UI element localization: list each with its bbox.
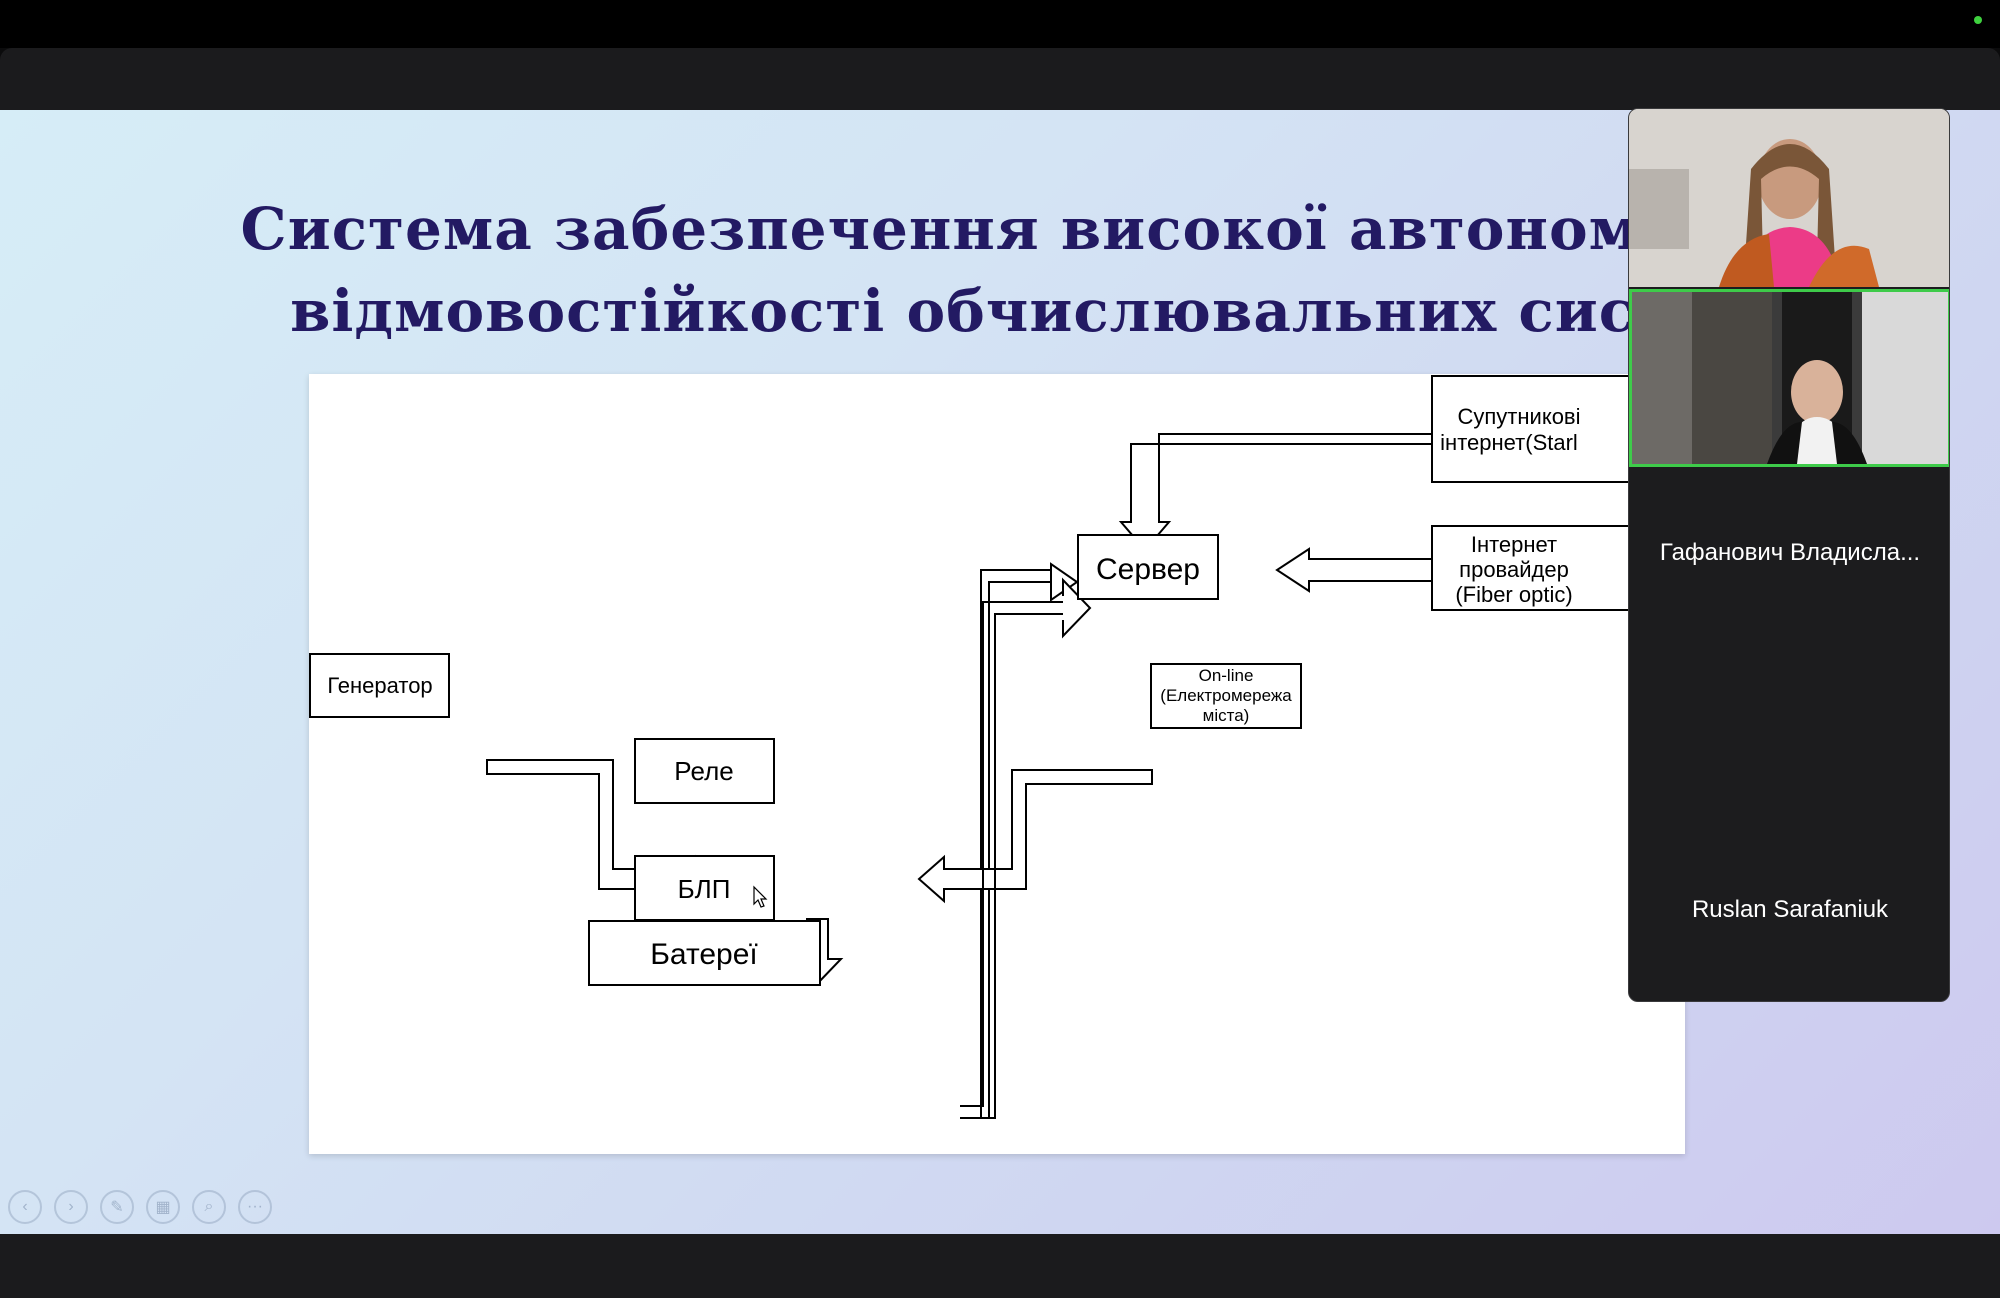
participant-name-2: Ruslan Sarafaniuk: [1691, 896, 1889, 923]
label-satellite-1: Супутникові: [1458, 404, 1581, 429]
label-isp-1: Інтернет: [1471, 532, 1557, 557]
next-slide-icon[interactable]: ›: [54, 1190, 88, 1224]
node-relay: [634, 738, 775, 804]
node-batteries: [588, 920, 821, 986]
line-batteries-server-outer: [960, 613, 1063, 1119]
participant-name-1: Гафанович Владисла...: [1659, 539, 1921, 566]
label-isp-2: провайдер: [1459, 557, 1569, 582]
slide-title-line-1: Система забезпечення високої автономнос: [240, 195, 1760, 263]
node-generator: [309, 653, 450, 718]
slide-controls: ‹ › ✎ ▦ ⌕ ···: [8, 1190, 272, 1230]
more-options-icon[interactable]: ···: [238, 1190, 272, 1224]
diagram-canvas: Супутникові інтернет(Starl Сервер Інтерн…: [309, 375, 1685, 1119]
label-online-3: міста): [1203, 706, 1250, 725]
label-blp: БЛП: [678, 874, 731, 904]
participant-video-2[interactable]: [1629, 289, 1949, 467]
node-online: [1150, 663, 1302, 729]
top-bar: [0, 0, 2000, 48]
pen-icon[interactable]: ✎: [100, 1190, 134, 1224]
participant-1-avatar: [1629, 109, 1949, 287]
arrow-isp-server: [1275, 547, 1435, 593]
participant-video-1[interactable]: [1629, 109, 1949, 287]
arrow-satellite-server: [1118, 433, 1435, 552]
previous-slide-icon[interactable]: ‹: [8, 1190, 42, 1224]
arrowhead-batteries-server: [1062, 577, 1092, 639]
label-batteries: Батереї: [650, 938, 758, 971]
participants-panel: Гафанович Владисла... Ruslan Sarafaniuk: [1628, 108, 1950, 1002]
label-online-2: (Електромережа: [1160, 686, 1292, 705]
label-relay: Реле: [674, 756, 733, 786]
arrow-online-relay: [917, 769, 1153, 904]
slide-title: Система забезпечення високої автономнос …: [0, 188, 2000, 352]
label-generator: Генератор: [327, 673, 432, 698]
label-isp-3: (Fiber optic): [1455, 582, 1572, 607]
mouse-cursor-icon: [753, 885, 768, 908]
label-online-1: On-line: [1199, 666, 1254, 685]
block-diagram: Супутникові інтернет(Starl Сервер Інтерн…: [309, 374, 1685, 1154]
slide-title-line-2: відмовостійкості обчислювальних систе: [290, 277, 1710, 345]
slide-grid-icon[interactable]: ▦: [146, 1190, 180, 1224]
node-server: [1077, 534, 1219, 600]
line-batteries-server-inner: [960, 601, 1063, 1107]
label-server: Сервер: [1096, 553, 1200, 586]
status-dot-icon: [1974, 16, 1982, 24]
label-satellite-2: інтернет(Starl: [1440, 430, 1578, 455]
zoom-icon[interactable]: ⌕: [192, 1190, 226, 1224]
participant-2-avatar: [1632, 292, 1948, 464]
node-blp: [634, 855, 775, 921]
